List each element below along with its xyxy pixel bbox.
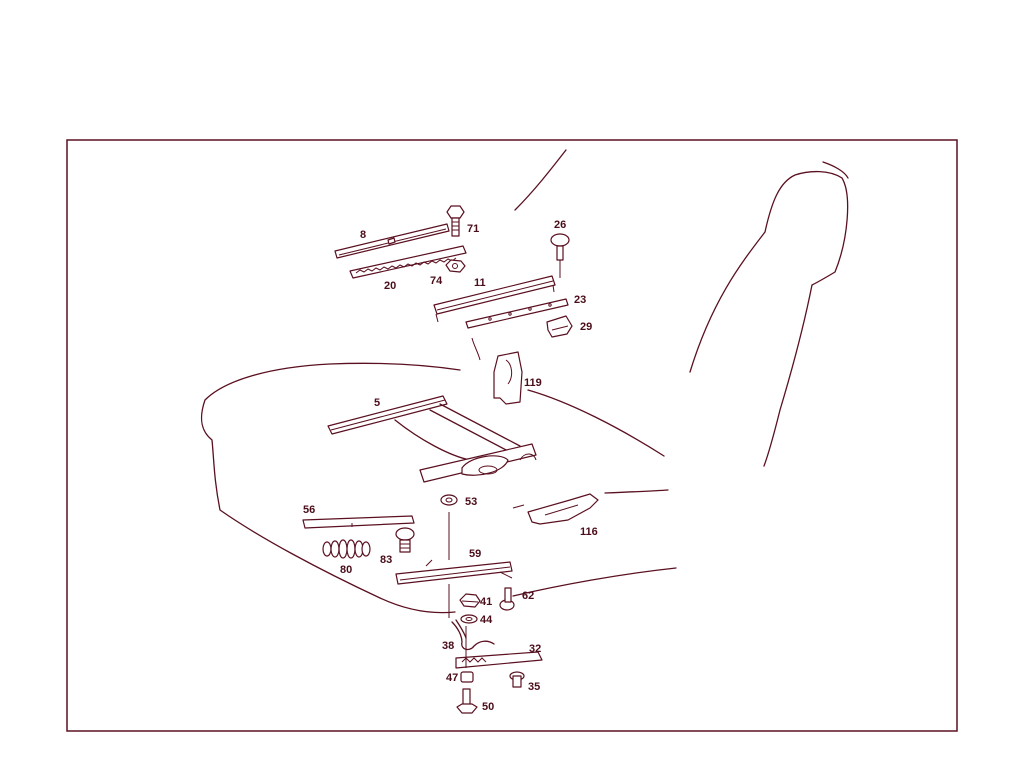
part-83-bolt xyxy=(395,527,415,553)
label-part-56: 56 xyxy=(303,504,315,516)
part-20-toothed-rail xyxy=(349,245,467,279)
label-part-23: 23 xyxy=(574,294,586,306)
part-5-seat-frame xyxy=(327,395,537,483)
label-part-35: 35 xyxy=(528,681,540,693)
assembly-axis-line xyxy=(448,512,467,668)
label-part-47: 47 xyxy=(446,672,458,684)
part-47-bushing xyxy=(460,671,474,683)
part-26-screw xyxy=(550,233,570,278)
part-8-rail xyxy=(334,223,450,259)
label-part-74: 74 xyxy=(430,275,443,287)
part-44-washer xyxy=(460,614,478,624)
label-part-80: 80 xyxy=(340,564,352,576)
label-part-29: 29 xyxy=(580,321,592,333)
label-part-53: 53 xyxy=(465,496,477,508)
label-part-59: 59 xyxy=(469,548,481,560)
part-119-bracket xyxy=(471,337,523,405)
label-part-11: 11 xyxy=(474,277,486,289)
part-62-bolt xyxy=(499,587,515,611)
part-number-labels: 8 71 20 74 26 11 23 29 119 5 53 116 56 8… xyxy=(303,219,598,713)
part-41-nut xyxy=(459,593,481,608)
label-part-8: 8 xyxy=(360,229,366,241)
label-part-20: 20 xyxy=(384,280,396,292)
label-part-41: 41 xyxy=(480,596,492,608)
label-part-50: 50 xyxy=(482,701,494,713)
part-53-washer xyxy=(440,494,458,506)
diagram-frame xyxy=(66,139,958,732)
label-part-119: 119 xyxy=(524,377,542,389)
label-part-32: 32 xyxy=(529,643,541,655)
label-part-5: 5 xyxy=(374,397,380,409)
part-71-bolt xyxy=(446,205,465,237)
part-11-rail xyxy=(433,275,556,323)
seat-outline xyxy=(200,149,849,614)
part-23-strip xyxy=(465,298,569,329)
label-part-83: 83 xyxy=(380,554,392,566)
label-part-116: 116 xyxy=(580,526,598,538)
part-74-nut xyxy=(445,259,466,273)
part-56-strip xyxy=(302,515,415,529)
label-part-26: 26 xyxy=(554,219,566,231)
label-part-38: 38 xyxy=(442,640,454,652)
part-116-lever xyxy=(512,493,599,525)
part-35-rivet xyxy=(509,671,525,688)
label-part-62: 62 xyxy=(522,590,534,602)
label-part-71: 71 xyxy=(467,223,479,235)
part-59-rail xyxy=(395,559,513,585)
label-part-44: 44 xyxy=(480,614,493,626)
part-80-spring xyxy=(322,539,371,559)
part-50-bolt xyxy=(456,688,478,714)
part-29-clip xyxy=(546,315,573,338)
